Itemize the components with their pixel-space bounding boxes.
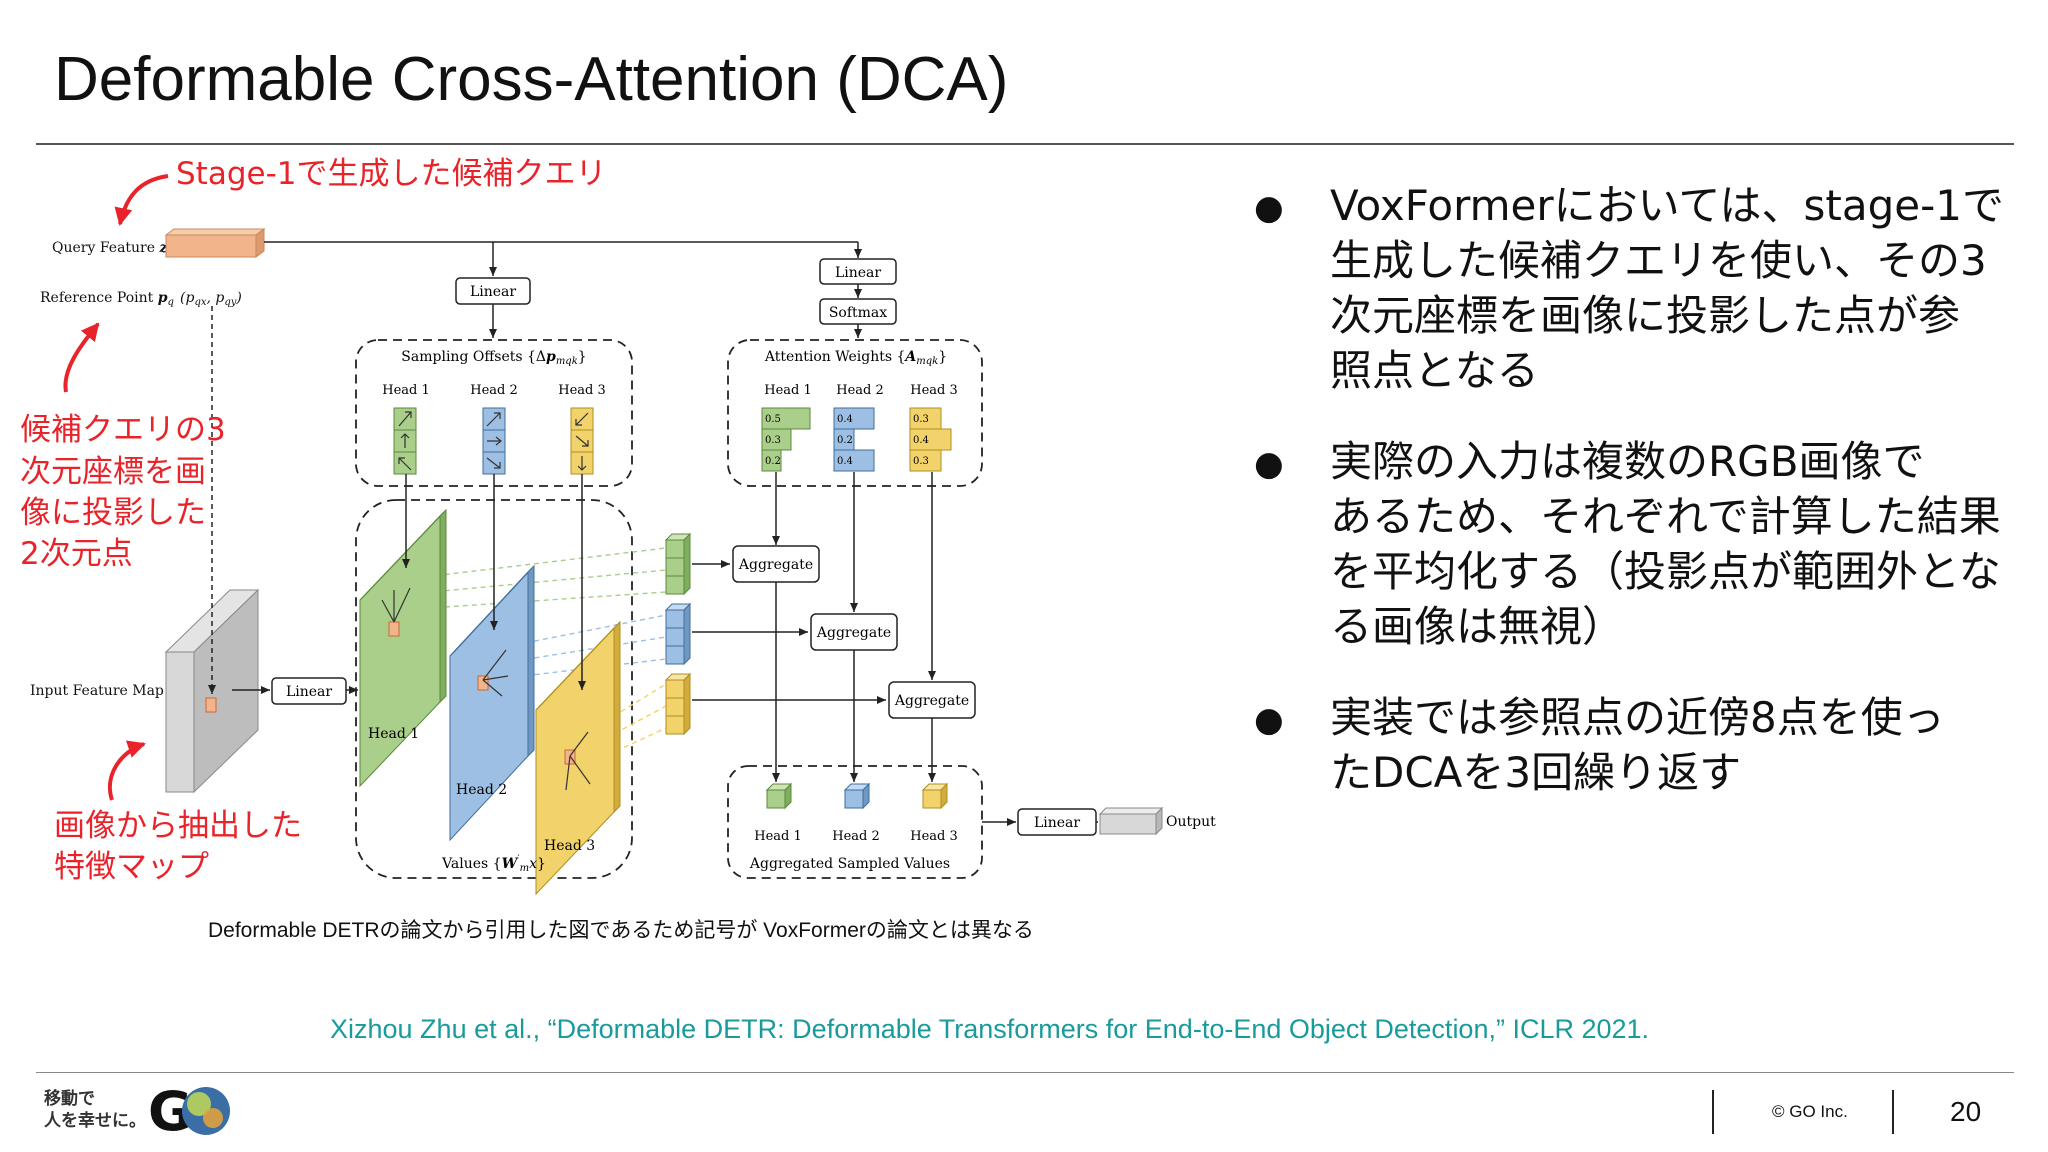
value-map-head3: [535, 620, 621, 896]
aggregate-label-head2: Aggregate: [816, 625, 891, 641]
go-logo: G: [148, 1080, 230, 1143]
figure-caption: Deformable DETRの論文から引用した図であるため記号が VoxFor…: [208, 919, 1034, 942]
citation: Xizhou Zhu et al., “Deformable DETR: Def…: [330, 1014, 1650, 1044]
value-map-head2: [449, 564, 535, 842]
weight-h2-p1: 0.4: [837, 414, 853, 425]
page-number: 20: [1950, 1096, 1982, 1127]
footer-separator: [1892, 1090, 1894, 1134]
sampled-values-head2: [664, 602, 692, 666]
attention-weights-group: [727, 339, 983, 487]
weight-bars-head1: 0.5 0.3 0.2: [761, 407, 811, 472]
weight-h3-p3: 0.3: [913, 456, 929, 467]
linear-output-label: Linear: [1034, 815, 1080, 831]
weight-h1-p2: 0.3: [765, 435, 781, 446]
linear-values-label: Linear: [286, 684, 332, 700]
stage1-annotation: Stage-1で生成した候補クエリ: [176, 156, 607, 192]
weights-head2-label: Head 2: [836, 383, 884, 398]
bullet-item: ● 実装では参照点の近傍8点を使っ たDCAを3回繰り返す: [1250, 690, 2030, 800]
weight-bars-head2: 0.4 0.2 0.4: [833, 407, 875, 472]
input-feature-map-label: Input Feature Map x: [30, 683, 177, 699]
values-head3-label: Head 3: [544, 838, 595, 854]
aggregated-cube-head1: [765, 782, 793, 810]
aggregated-head1-label: Head 1: [754, 829, 802, 844]
weights-head1-label: Head 1: [764, 383, 812, 398]
weight-h1-p3: 0.2: [765, 456, 781, 467]
weight-h3-p1: 0.3: [913, 414, 929, 425]
stage1-arrow: [114, 174, 169, 226]
weight-bars-head3: 0.3 0.4 0.3: [909, 407, 952, 472]
bullet-list: ● VoxFormerにおいては、stage-1で 生成した候補クエリを使い、そ…: [1250, 178, 2030, 836]
offset-column-head3: [570, 407, 594, 475]
sampled-values-head1: [664, 532, 692, 596]
feature-map-arrow: [108, 740, 146, 801]
weight-h2-p2: 0.2: [837, 435, 853, 446]
slide-title: Deformable Cross-Attention (DCA): [54, 45, 1009, 114]
weights-head3-label: Head 3: [910, 383, 958, 398]
linear-offsets-label: Linear: [470, 284, 516, 300]
logo-tagline: 移動で 人を幸せに。: [44, 1089, 146, 1131]
sampling-offsets-label: Sampling Offsets {Δpmqk}: [401, 349, 586, 367]
offsets-head1-label: Head 1: [382, 383, 430, 398]
linear-weights-label: Linear: [835, 265, 881, 281]
offsets-head3-label: Head 3: [558, 383, 606, 398]
aggregated-head3-label: Head 3: [910, 829, 958, 844]
bullet-dot: ●: [1254, 700, 1284, 740]
aggregated-head2-label: Head 2: [832, 829, 880, 844]
bullet-text: 実装では参照点の近傍8点を使っ たDCAを3回繰り返す: [1330, 693, 1945, 797]
footer-divider: [36, 1072, 2014, 1073]
weight-h1-p1: 0.5: [765, 414, 781, 425]
title-divider: [36, 143, 2014, 145]
reference-point-label: Reference Point pq: [40, 290, 174, 308]
copyright: © GO Inc.: [1772, 1102, 1848, 1121]
bullet-item: ● 実際の入力は複数のRGB画像で あるため、それぞれで計算した結果 を平均化す…: [1250, 434, 2030, 654]
query-feature-vector: [165, 234, 257, 258]
input-feature-map: [164, 588, 260, 794]
weight-h2-p3: 0.4: [837, 456, 853, 467]
offset-column-head2: [482, 407, 506, 475]
bullet-text: VoxFormerにおいては、stage-1で 生成した候補クエリを使い、その3…: [1330, 181, 2005, 395]
projected-point-arrow: [63, 322, 100, 393]
bullet-dot: ●: [1254, 444, 1284, 484]
value-map-head1: [359, 508, 447, 788]
aggregate-label-head1: Aggregate: [738, 557, 813, 573]
bullet-item: ● VoxFormerにおいては、stage-1で 生成した候補クエリを使い、そ…: [1250, 178, 2030, 398]
reference-coords: (pqx, pqy): [180, 290, 242, 308]
aggregated-cube-head3: [921, 782, 949, 810]
values-label: Values {W′mx}: [441, 854, 546, 874]
aggregated-values-group: [727, 765, 983, 879]
bullet-dot: ●: [1254, 188, 1284, 228]
query-feature-label: Query Feature zq: [52, 240, 174, 258]
weight-h3-p2: 0.4: [913, 435, 929, 446]
output-vector: [1098, 806, 1164, 836]
feature-map-annotation: 画像から抽出した 特徴マップ: [54, 808, 312, 885]
offsets-head2-label: Head 2: [470, 383, 518, 398]
offset-column-head1: [393, 407, 417, 475]
sampled-values-head3: [664, 672, 692, 736]
projected-point-annotation: 候補クエリの3 次元座標を画 像に投影した 2次元点: [20, 412, 236, 572]
aggregate-label-head3: Aggregate: [894, 693, 969, 709]
bullet-text: 実際の入力は複数のRGB画像で あるため、それぞれで計算した結果 を平均化する（…: [1330, 437, 2001, 651]
output-label: Output: [1166, 814, 1216, 830]
footer-separator: [1712, 1090, 1714, 1134]
linear-values-box: [271, 677, 347, 705]
aggregated-values-label: Aggregated Sampled Values: [749, 856, 950, 872]
values-head2-label: Head 2: [456, 782, 507, 798]
values-head1-label: Head 1: [368, 726, 419, 742]
softmax-label: Softmax: [829, 305, 887, 321]
aggregated-cube-head2: [843, 782, 871, 810]
attention-weights-label: Attention Weights {Amqk}: [764, 349, 947, 367]
